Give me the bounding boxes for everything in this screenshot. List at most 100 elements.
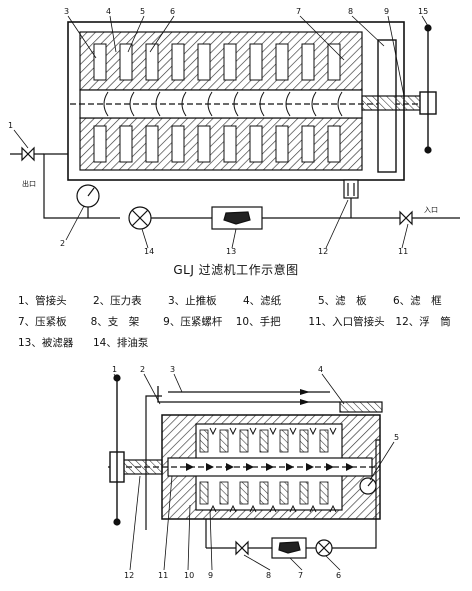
top-plate-upper [171, 43, 185, 81]
bottom-plate-upper [219, 429, 229, 453]
bottom-plate-lower [239, 481, 249, 505]
bottom-leader-lines [113, 373, 395, 571]
top-diagram [10, 21, 460, 230]
bottom-plate-upper [279, 429, 289, 453]
top-inlet-text: 入口 [424, 206, 438, 214]
bottom-flow-v [289, 504, 297, 513]
top-handle-knob-top [424, 24, 432, 32]
bottom-plate-upper [319, 429, 329, 453]
top-flow-curve [337, 91, 343, 117]
bottom-flow-arrow [286, 463, 294, 471]
bottom-flow-v [229, 504, 237, 513]
top-plate-lower [171, 125, 185, 163]
bottom-plate-upper [259, 429, 269, 453]
bottom-flow-v [249, 504, 257, 513]
bottom-plate-lower [259, 481, 269, 505]
bottom-label-4: 4 [318, 365, 323, 374]
bottom-plate-lower [319, 481, 329, 505]
top-screw-rod [361, 95, 423, 111]
top-plates [93, 43, 343, 163]
top-flow-curve [259, 91, 265, 117]
top-flow-curve [233, 91, 239, 117]
bottom-label-2: 2 [140, 365, 145, 374]
legend-item: 9、压紧螺杆 [163, 316, 223, 328]
top-flow-curve [311, 91, 317, 117]
top-plate-upper [197, 43, 211, 81]
top-outlet-valve-icon [21, 146, 35, 162]
top-label-7: 7 [296, 7, 301, 16]
top-center-channel [79, 89, 363, 119]
bottom-flow-v [229, 427, 237, 436]
bottom-flow-arrow [266, 463, 274, 471]
legend-item: 4、滤纸 [243, 295, 282, 307]
bottom-labels: 1 2 3 4 5 12 11 10 9 8 7 6 [112, 365, 399, 580]
legend-row: 1、管接头 2、压力表 3、止推板 4、滤纸 5、滤 板 6、滤 框 [18, 291, 468, 312]
bottom-flow-v [249, 427, 257, 436]
top-plate-lower [275, 125, 289, 163]
bottom-plate-upper [299, 429, 309, 453]
legend-item: 10、手把 [235, 316, 281, 328]
bottom-label-7: 7 [298, 571, 303, 580]
top-label-11: 11 [398, 247, 408, 256]
top-label-14: 14 [144, 247, 154, 256]
bottom-screw-rod [121, 459, 163, 475]
bottom-flow-v [209, 504, 217, 513]
bottom-plate-upper [199, 429, 209, 453]
bottom-flow-arrows [186, 463, 354, 471]
top-plate-upper [145, 43, 159, 81]
bottom-label-6: 6 [336, 571, 341, 580]
legend-item: 14、排油泵 [93, 337, 149, 349]
top-label-13: 13 [226, 247, 236, 256]
bottom-label-5: 5 [394, 433, 399, 442]
top-flow-curve [181, 91, 187, 117]
top-plate-upper [93, 43, 107, 81]
top-label-9: 9 [384, 7, 389, 16]
top-label-12: 12 [318, 247, 328, 256]
top-plate-lower [223, 125, 237, 163]
bottom-plate-upper [239, 429, 249, 453]
top-flow-curve [129, 91, 135, 117]
top-inlet-valve-icon [399, 210, 413, 226]
bottom-flow-arrow [246, 463, 254, 471]
legend-row: 13、被滤器 14、排油泵 [18, 333, 468, 354]
top-plate-upper [327, 43, 341, 81]
top-plate-upper [301, 43, 315, 81]
bottom-flow-v [209, 427, 217, 436]
bottom-top-pipe [157, 386, 340, 403]
legend-item: 3、止推板 [168, 295, 217, 307]
bottom-diagram [108, 374, 383, 559]
bottom-flow-arrow [186, 463, 194, 471]
bottom-flow-arrow [306, 463, 314, 471]
top-plate-lower [145, 125, 159, 163]
diagram-caption: GLJ 过滤机工作示意图 [173, 263, 299, 277]
bottom-label-11: 11 [158, 571, 168, 580]
legend-item: 1、管接头 [18, 295, 67, 307]
bottom-flow-v [269, 427, 277, 436]
top-plate-lower [249, 125, 263, 163]
bottom-flow-v [309, 504, 317, 513]
bottom-flow-v [269, 504, 277, 513]
legend-item: 12、浮 筒 [395, 316, 451, 328]
bottom-label-12: 12 [124, 571, 134, 580]
bottom-plate-lower [199, 481, 209, 505]
legend: 1、管接头 2、压力表 3、止推板 4、滤纸 5、滤 板 6、滤 框 7、压紧板… [18, 291, 468, 354]
top-outlet-pipe [43, 153, 120, 219]
bottom-support [145, 395, 162, 530]
bottom-flow-arrow [226, 463, 234, 471]
top-plate-lower [301, 125, 315, 163]
top-flow-curve [155, 91, 161, 117]
top-outlet-text: 出口 [22, 179, 36, 188]
legend-item: 6、滤 框 [393, 295, 442, 307]
bottom-right-pipe [332, 439, 380, 549]
top-label-5: 5 [140, 7, 145, 16]
top-plate-upper [275, 43, 289, 81]
legend-item: 2、压力表 [93, 295, 142, 307]
top-flow-curve [285, 91, 291, 117]
top-label-4: 4 [106, 7, 111, 16]
bottom-flow-arrow [326, 463, 334, 471]
top-plate-upper [223, 43, 237, 81]
top-flow-curve [207, 91, 213, 117]
bottom-plate-lower [299, 481, 309, 505]
bottom-flow-arrow [206, 463, 214, 471]
